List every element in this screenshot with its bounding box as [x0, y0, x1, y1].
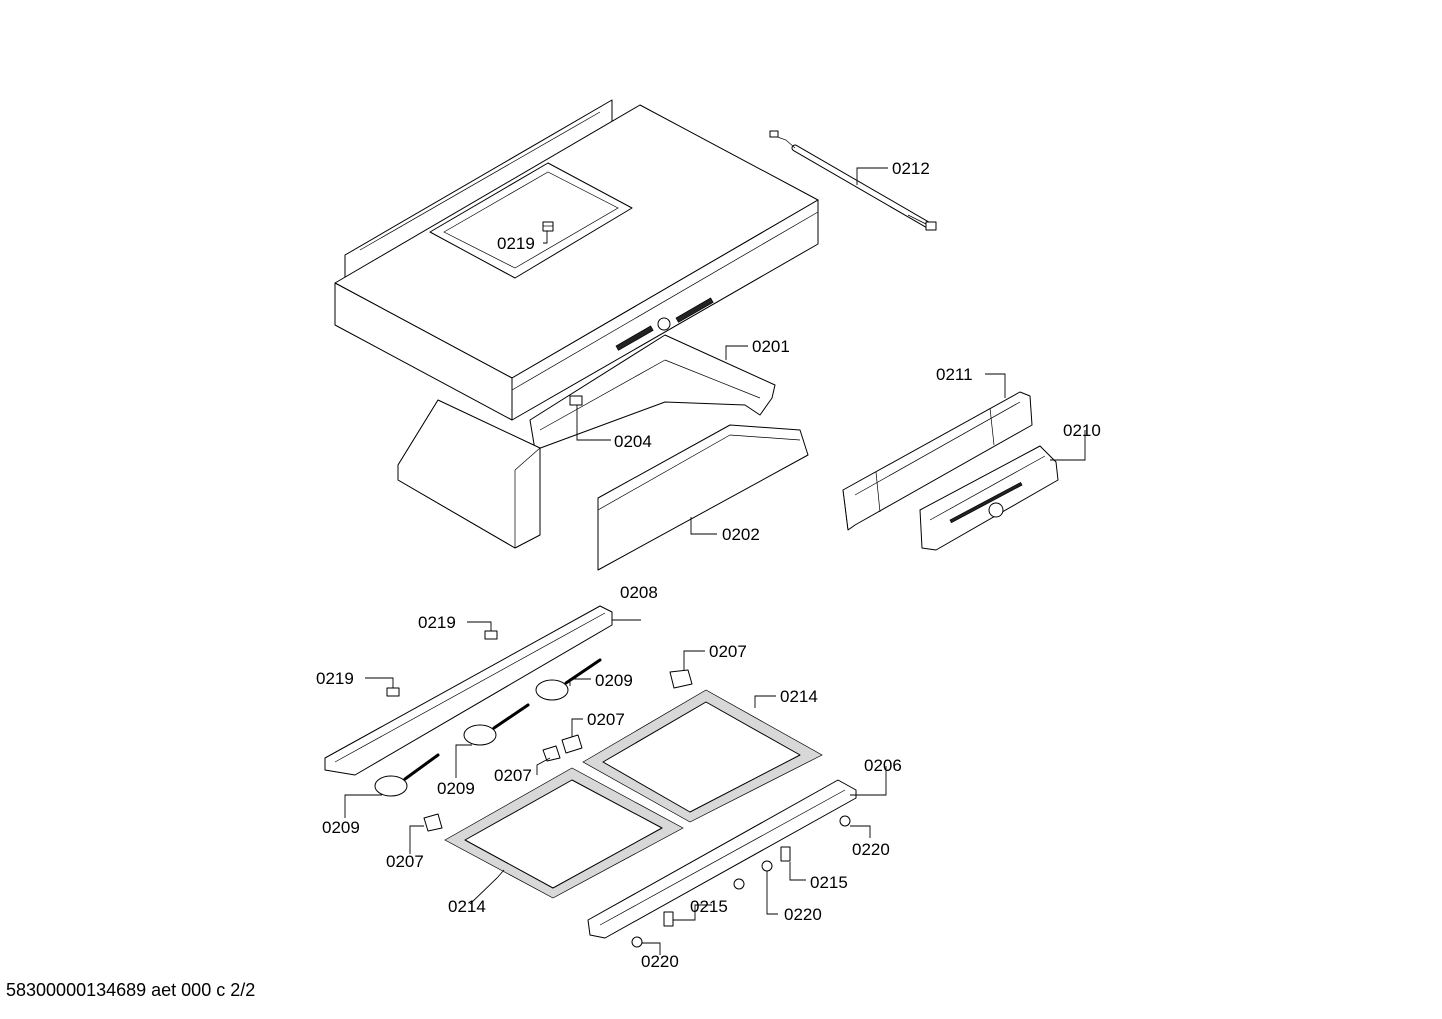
lower-frame [529, 334, 776, 451]
clips [386, 630, 693, 832]
callout-0212: 0212 [892, 159, 930, 178]
grease-filters [444, 689, 823, 899]
callout-0207-c: 0207 [494, 766, 532, 785]
side-panel [597, 424, 809, 571]
callout-0206: 0206 [864, 756, 902, 775]
callout-0220-b: 0220 [784, 905, 822, 924]
callout-0214-a: 0214 [780, 687, 818, 706]
callout-0215-b: 0215 [690, 897, 728, 916]
callout-0209-b: 0209 [437, 779, 475, 798]
callout-0207-d: 0207 [386, 852, 424, 871]
callout-0201: 0201 [752, 337, 790, 356]
callout-0207-a: 0207 [709, 642, 747, 661]
callout-0215-a: 0215 [810, 873, 848, 892]
callout-0209-c: 0209 [322, 818, 360, 837]
callout-0211: 0211 [936, 365, 973, 384]
callout-labels: 0212 0219 0201 0211 0210 0204 0202 0208 … [316, 159, 1101, 971]
callout-0214-b: 0214 [448, 897, 486, 916]
led-strip [769, 130, 937, 231]
callout-0219-top: 0219 [497, 234, 535, 253]
callout-0207-b: 0207 [587, 710, 625, 729]
callout-0220-c: 0220 [641, 952, 679, 971]
duct-piece [397, 399, 541, 549]
document-id: 58300000134689 aet 000 c 2/2 [6, 980, 256, 1000]
callout-0204: 0204 [614, 432, 652, 451]
front-trim [587, 779, 857, 939]
knobs [374, 658, 602, 797]
callout-0209-a: 0209 [595, 671, 633, 690]
knob-rail [324, 605, 613, 776]
hood-body [334, 99, 819, 421]
screws [631, 815, 851, 948]
callout-0220-a: 0220 [852, 840, 890, 859]
control-module [919, 445, 1059, 551]
callout-0210: 0210 [1063, 421, 1101, 440]
front-bar [842, 391, 1033, 531]
callout-0208: 0208 [620, 583, 658, 602]
callout-0219-a: 0219 [418, 613, 456, 632]
leader-lines [344, 167, 1086, 955]
callout-0219-b: 0219 [316, 669, 354, 688]
callout-0202: 0202 [722, 525, 760, 544]
